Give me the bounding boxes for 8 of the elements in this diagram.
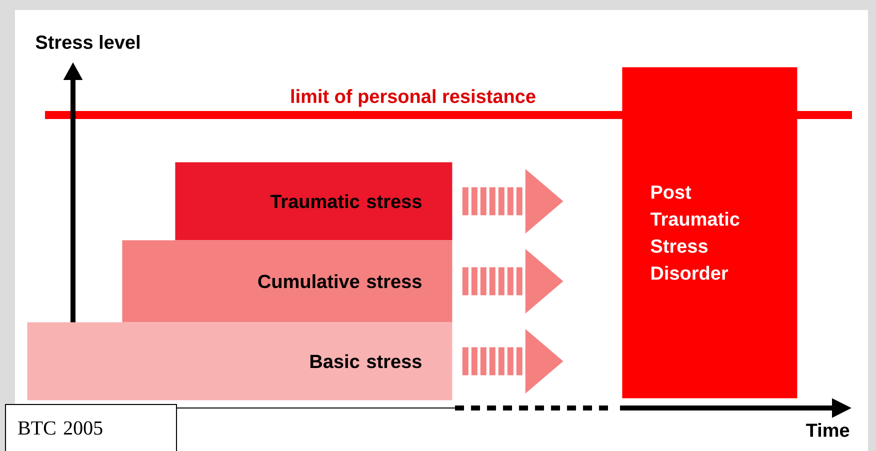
- source-box: BTC 2005: [5, 404, 177, 451]
- stress-block: Traumatic stress: [175, 162, 452, 240]
- disorder-block: Post Traumatic Stress Disorder: [622, 67, 798, 398]
- stress-block: Cumulative stress: [122, 240, 452, 322]
- limit-label: limit of personal resistance: [291, 89, 536, 107]
- axis-label: Stress level: [36, 35, 140, 49]
- axis-label: Time: [806, 423, 850, 437]
- stress-block: Basic stress: [27, 322, 452, 400]
